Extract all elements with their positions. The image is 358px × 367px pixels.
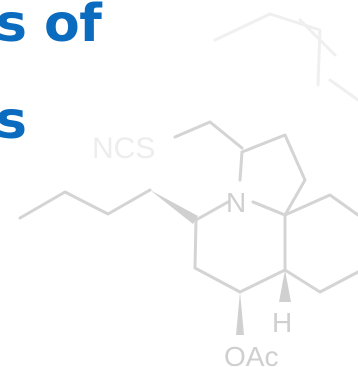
ncs-label: NCS bbox=[92, 132, 155, 165]
headline-line-1: s of bbox=[0, 0, 102, 54]
ncs-chain-bond bbox=[173, 120, 244, 150]
cyclohexane-ring bbox=[283, 193, 358, 294]
pyrrolidine-ring bbox=[240, 133, 307, 217]
wedge-acetoxy bbox=[236, 292, 244, 335]
nitrogen-label: N bbox=[226, 187, 246, 218]
n-bonds bbox=[194, 150, 287, 222]
acetoxy-label: OAc bbox=[224, 341, 278, 367]
wedge-butyl bbox=[150, 190, 198, 224]
butyl-chain bbox=[18, 188, 152, 220]
piperidine-ring bbox=[193, 213, 287, 294]
faint-top-ring bbox=[213, 12, 358, 102]
wedge-hydrogen bbox=[279, 270, 291, 302]
hydrogen-label: H bbox=[272, 307, 292, 338]
headline-line-2: s bbox=[0, 91, 27, 151]
